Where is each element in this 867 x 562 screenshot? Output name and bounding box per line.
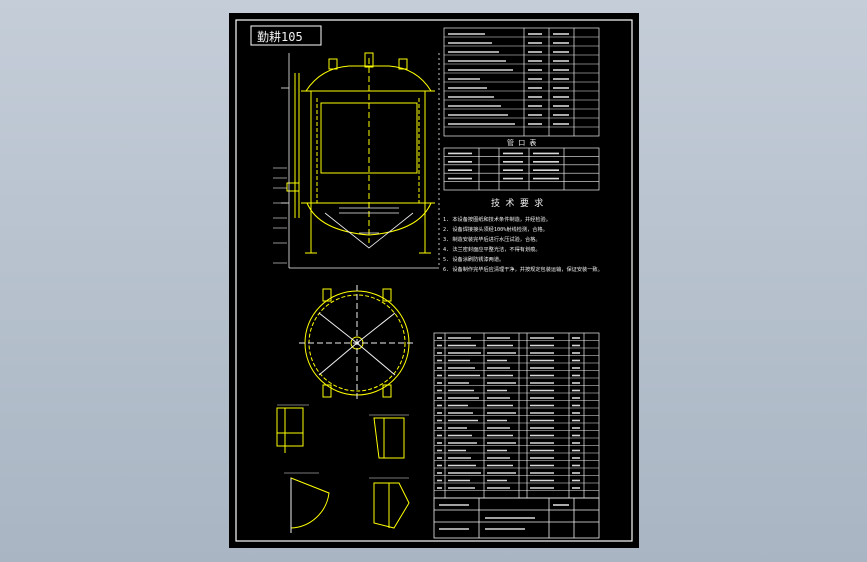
title-block-marks — [439, 504, 569, 530]
parts-list-rows — [434, 337, 599, 491]
tech-requirement-item: 5. 设备涂刷防锈漆两道。 — [443, 255, 504, 263]
drawing-canvas: 勤耕105 — [235, 19, 633, 542]
nozzle-table — [443, 147, 600, 191]
tech-requirement-item: 2. 设备焊接接头须经100%射线检测，合格。 — [443, 225, 548, 233]
tech-requirements-header: 技 术 要 求 — [491, 197, 543, 209]
tech-requirement-item: 4. 法兰密封面应平整光洁，不得有划痕。 — [443, 245, 541, 253]
vessel-plan-view — [299, 285, 415, 401]
title-block — [433, 497, 600, 539]
tech-requirements-list: 1. 本设备按图纸和技术条件制造，并经检验。 2. 设备焊接接头须经100%射线检… — [443, 215, 603, 273]
drawing-title-box — [250, 25, 322, 46]
vessel-elevation — [286, 52, 435, 254]
detail-leaders — [277, 404, 409, 479]
detail-views — [276, 407, 410, 533]
design-table-rows — [444, 33, 599, 128]
nozzle-table-header: 管 口 表 — [507, 138, 536, 147]
vessel-outline-white — [281, 53, 440, 269]
nozzle-table-rows — [444, 152, 599, 182]
tech-requirement-item: 6. 设备制作完毕后应清理干净，并按规定包装运输，保证安装一致。 — [443, 265, 603, 273]
tech-requirement-item: 3. 制造安装完毕后进行水压试验，合格。 — [443, 235, 541, 243]
drawing-title-label: 勤耕105 — [257, 29, 303, 44]
tech-requirement-item: 1. 本设备按图纸和技术条件制造，并经检验。 — [443, 215, 551, 223]
elevation-balloons — [273, 167, 287, 264]
drawing-sheet[interactable]: 勤耕105 — [229, 13, 639, 548]
drawing-frame — [235, 19, 633, 542]
